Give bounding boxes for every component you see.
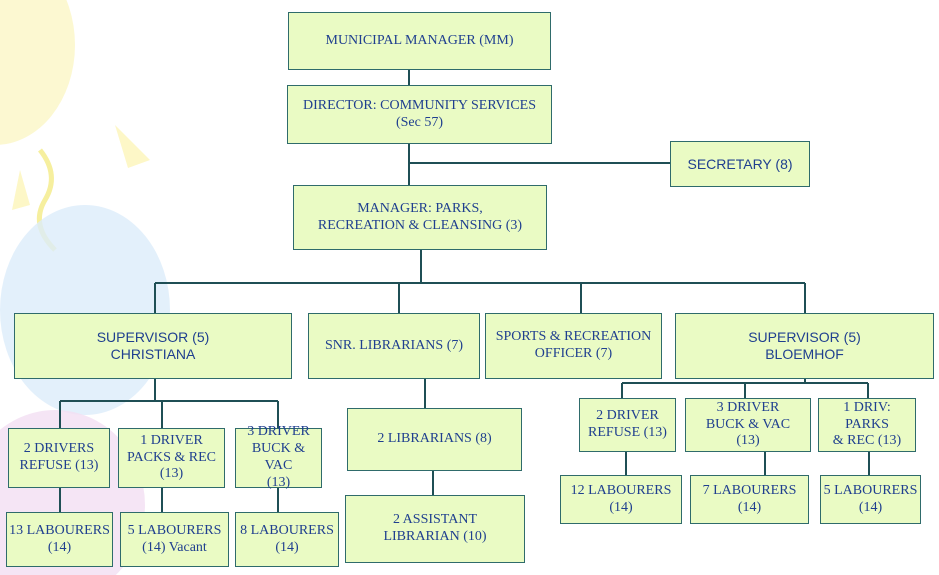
light-ray <box>12 170 30 210</box>
christiana-driver-buck-box: 3 DRIVER BUCK & VAC (13) <box>235 424 322 490</box>
secretary-box: SECRETARY (8) <box>670 141 810 187</box>
sports-recreation-officer-box: SPORTS & RECREATION OFFICER (7) <box>485 313 662 379</box>
librarians-box: 2 LIBRARIANS (8) <box>347 408 522 471</box>
christiana-driver-packs-box: 1 DRIVER PACKS & REC (13) <box>118 428 225 488</box>
yellow-balloon-shape <box>0 0 75 145</box>
director-community-services-box: DIRECTOR: COMMUNITY SERVICES (Sec 57) <box>287 85 552 144</box>
christiana-8-labourers-box: 8 LABOURERS (14) <box>235 512 339 567</box>
manager-parks-box: MANAGER: PARKS, RECREATION & CLEANSING (… <box>293 185 547 250</box>
bloemhof-7-labourers-box: 7 LABOURERS (14) <box>690 475 809 524</box>
assistant-librarian-box: 2 ASSISTANT LIBRARIAN (10) <box>345 495 525 563</box>
bloemhof-12-labourers-box: 12 LABOURERS (14) <box>560 475 682 524</box>
christiana-13-labourers-box: 13 LABOURERS (14) <box>6 512 113 567</box>
light-ray <box>115 125 150 168</box>
christiana-drivers-refuse-box: 2 DRIVERS REFUSE (13) <box>8 428 110 488</box>
christiana-5-labourers-box: 5 LABOURERS (14) Vacant <box>120 512 229 567</box>
municipal-manager-box: MUNICIPAL MANAGER (MM) <box>288 12 551 70</box>
supervisor-christiana-box: SUPERVISOR (5) CHRISTIANA <box>14 313 292 379</box>
bloemhof-driv-parks-box: 1 DRIV: PARKS & REC (13) <box>818 398 916 452</box>
bloemhof-driver-refuse-box: 2 DRIVER REFUSE (13) <box>579 398 676 452</box>
supervisor-bloemhof-box: SUPERVISOR (5) BLOEMHOF <box>675 313 934 379</box>
bloemhof-5-labourers-box: 5 LABOURERS (14) <box>820 475 921 524</box>
bloemhof-driver-buck-box: 3 DRIVER BUCK & VAC (13) <box>685 398 811 452</box>
snr-librarians-box: SNR. LIBRARIANS (7) <box>308 313 480 379</box>
